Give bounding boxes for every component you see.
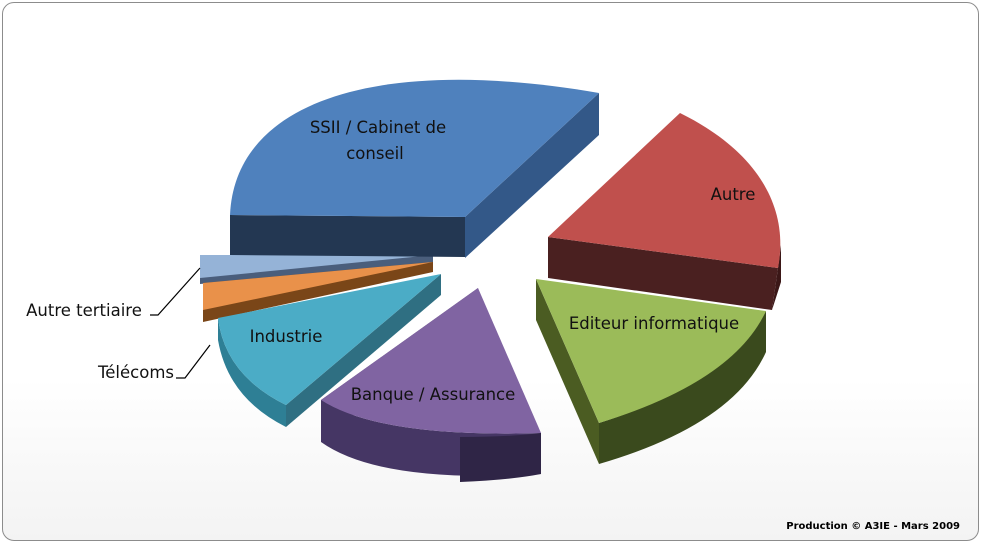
label-industrie: Industrie	[250, 327, 323, 346]
slice-ssii	[230, 79, 599, 258]
slice-editeur	[536, 279, 766, 464]
slice-autre-tertiaire	[200, 255, 433, 284]
label-ssii-line1: SSII / Cabinet de	[310, 118, 446, 137]
leader-line-autre-tertiaire	[150, 267, 201, 316]
label-banque: Banque / Assurance	[351, 385, 516, 404]
slice-industrie-top	[218, 274, 441, 405]
slice-telecoms	[203, 262, 433, 322]
slice-banque	[321, 288, 541, 482]
slice-telecoms-top	[203, 262, 433, 310]
slice-banque-side-shade	[460, 433, 541, 482]
leader-line-telecoms	[176, 344, 211, 379]
slice-industrie	[218, 274, 441, 427]
production-credit: Production © A3IE - Mars 2009	[786, 521, 960, 532]
slice-ssii-top	[230, 79, 599, 217]
label-ssii-line2: conseil	[346, 144, 404, 163]
slice-autre-top	[548, 113, 781, 268]
label-telecoms: Télécoms	[97, 363, 174, 382]
slice-autre-side-right	[772, 245, 781, 310]
slice-ssii-side-right	[465, 93, 599, 258]
slice-industrie-side-outer	[218, 318, 286, 427]
label-autre-tertiaire: Autre tertiaire	[26, 301, 142, 320]
label-autre: Autre	[711, 185, 756, 204]
slice-banque-top	[321, 288, 541, 434]
slice-autre-tertiaire-top	[200, 255, 433, 278]
slice-telecoms-side	[203, 262, 433, 322]
label-editeur: Editeur informatique	[569, 314, 739, 333]
slice-autre	[548, 113, 781, 310]
slice-ssii-side-left	[230, 215, 465, 257]
slice-editeur-side	[599, 311, 766, 464]
slice-autre-side-left	[548, 237, 778, 310]
slice-editeur-top	[536, 279, 766, 423]
slice-editeur-side-left	[536, 279, 599, 464]
slice-industrie-side	[286, 274, 441, 427]
